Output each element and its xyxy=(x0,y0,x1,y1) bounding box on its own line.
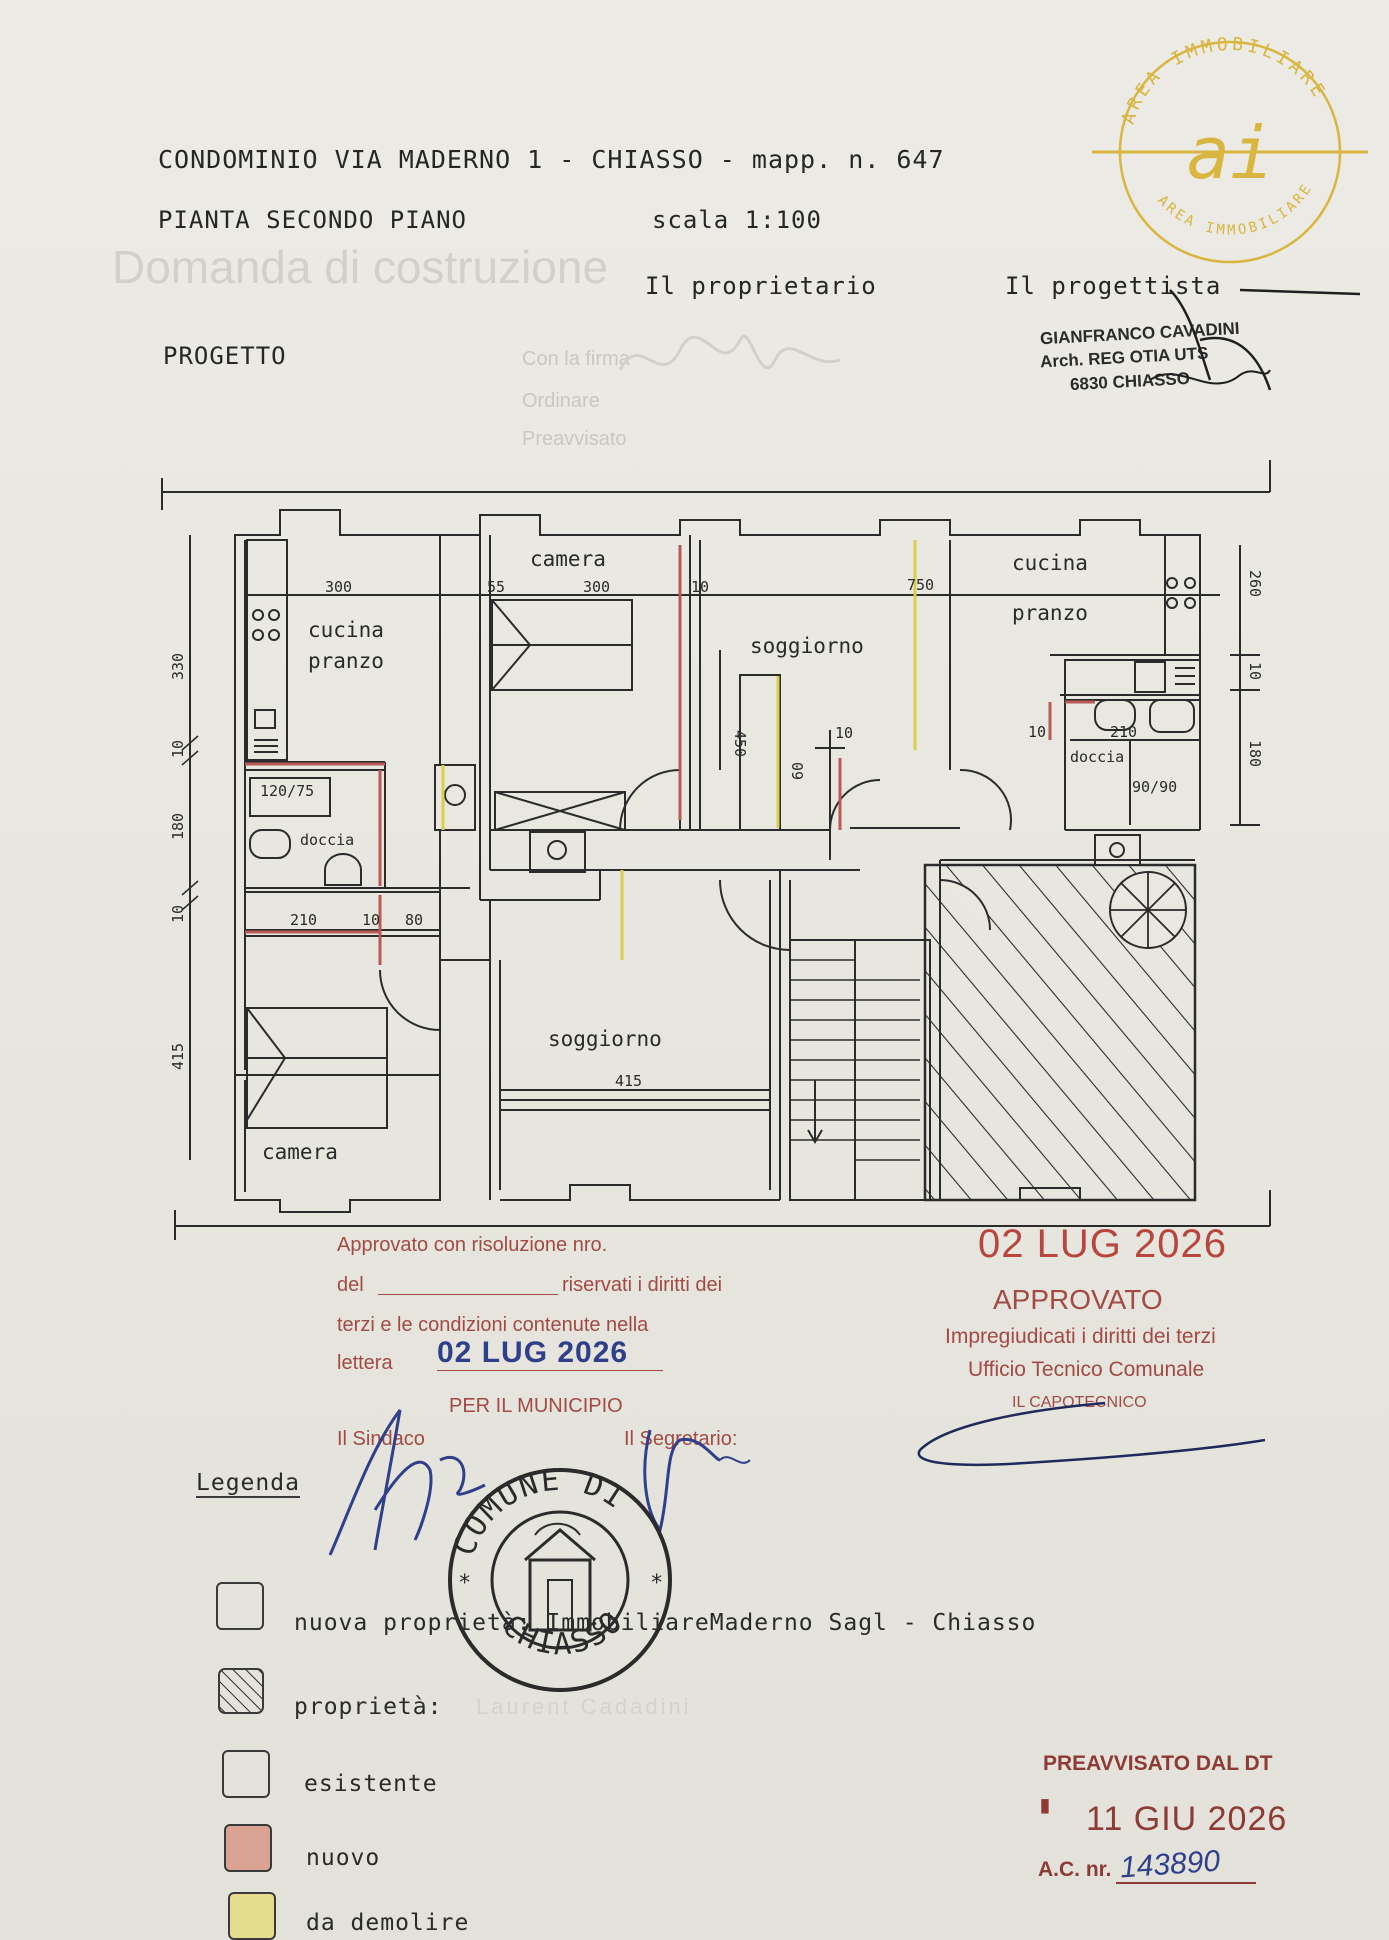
area-immobiliare-logo: AREA IMMOBILIARE AREA IMMOBILIARE ai xyxy=(1092,34,1368,264)
legend-label-nuova-proprieta: nuova proprietà: ImmobiliareMaderno Sagl… xyxy=(294,1610,1037,1636)
faded-line-2: Ordinare xyxy=(522,390,600,412)
room-right-bath: doccia xyxy=(1070,748,1124,766)
legend-label-proprieta: proprietà: xyxy=(294,1694,443,1720)
dim-10-left-a: 10 xyxy=(169,740,187,758)
room-center-living: soggiorno xyxy=(750,634,864,658)
legend-label-nuovo: nuovo xyxy=(306,1845,381,1871)
dim-10-right-side: 10 xyxy=(1246,662,1264,680)
room-left-kitchen-1: cucina xyxy=(308,618,384,642)
dim-300-center: 300 xyxy=(583,578,610,596)
dim-80: 80 xyxy=(405,911,423,929)
dim-10-right: 10 xyxy=(1028,723,1046,741)
dim-210-right: 210 xyxy=(1110,723,1137,741)
dim-300-left: 300 xyxy=(325,578,352,596)
legend-label-da-demolire: da demolire xyxy=(306,1910,470,1936)
dim-90-90: 90/90 xyxy=(1132,778,1177,796)
stamp-date: 02 LUG 2026 xyxy=(978,1222,1227,1266)
dim-450: 450 xyxy=(731,730,749,757)
approval-line-2-prefix: del xyxy=(337,1274,364,1296)
approval-line-2-suffix: riservati i diritti dei xyxy=(562,1274,723,1296)
legend-swatch-nuovo xyxy=(224,1824,272,1872)
preavviso-mark: ▮ xyxy=(1040,1795,1050,1815)
capotecnico-signature xyxy=(917,1401,1266,1467)
preavviso-ac-number: 143890 xyxy=(1118,1844,1222,1885)
preavviso-ac-underline xyxy=(1116,1882,1256,1884)
comune-seal: COMUNE DI CHIASSO * * xyxy=(447,1463,672,1692)
approval-line-2-blank xyxy=(378,1294,558,1295)
dim-10-left: 10 xyxy=(362,911,380,929)
approval-line-4-prefix: lettera xyxy=(337,1352,393,1374)
stamp-line-2: Ufficio Tecnico Comunale xyxy=(968,1358,1205,1381)
approval-municipio: PER IL MUNICIPIO xyxy=(449,1395,623,1417)
faded-title: Domanda di costruzione xyxy=(112,241,609,293)
dim-180-right: 180 xyxy=(1246,740,1264,767)
legend-swatch-nuova-proprieta xyxy=(216,1582,264,1630)
preavviso-label: PREAVVISATO DAL DT xyxy=(1043,1752,1273,1775)
owner-label: Il proprietario xyxy=(645,272,877,300)
room-right-kitchen-2: pranzo xyxy=(1012,601,1088,625)
approval-letter-date: 02 LUG 2026 xyxy=(437,1336,664,1371)
dim-260-right: 260 xyxy=(1246,570,1264,597)
logo-monogram: ai xyxy=(1187,111,1274,195)
legend-title: Legenda xyxy=(196,1470,300,1498)
faded-line-1: Con la firma xyxy=(522,348,630,370)
approval-line-1: Approvato con risoluzione nro. xyxy=(337,1234,608,1256)
dim-10-left-b: 10 xyxy=(169,905,187,923)
legend-swatch-proprieta xyxy=(218,1668,264,1714)
designer-label: Il progettista xyxy=(1005,272,1222,300)
header-floor: PIANTA SECONDO PIANO xyxy=(158,206,467,234)
room-left-kitchen-2: pranzo xyxy=(308,649,384,673)
dim-415-left: 415 xyxy=(169,1043,187,1070)
dim-210-left: 210 xyxy=(290,911,317,929)
dim-330-left: 330 xyxy=(169,653,187,680)
seal-star-right: * xyxy=(650,1571,663,1596)
designer-signature xyxy=(1149,288,1361,391)
approval-line-3: terzi e le condizioni contenute nella xyxy=(337,1314,649,1336)
dim-120-75: 120/75 xyxy=(260,782,314,800)
dim-180-left: 180 xyxy=(169,813,187,840)
dim-750: 750 xyxy=(907,576,934,594)
legend-label-esistente: esistente xyxy=(304,1771,438,1797)
faded-line-3: Preavvisato xyxy=(522,428,627,450)
legend-swatch-esistente xyxy=(222,1750,270,1798)
room-lower-living: soggiorno xyxy=(548,1027,662,1051)
room-left-bath: doccia xyxy=(300,831,354,849)
header-scale: scala 1:100 xyxy=(652,206,822,234)
legend-owner-faded: Laurent Cadadini xyxy=(476,1694,692,1719)
dim-60: 60 xyxy=(789,762,807,780)
legend-swatch-da-demolire xyxy=(228,1892,276,1940)
dim-10-top: 10 xyxy=(691,578,709,596)
stamp-line-3: IL CAPOTECNICO xyxy=(1012,1394,1147,1411)
municipal-signatures xyxy=(328,1409,751,1556)
preavviso-date: 11 GIU 2026 xyxy=(1086,1800,1288,1838)
stamp-approved: APPROVATO xyxy=(993,1284,1163,1315)
owner-signature-faded xyxy=(618,335,841,371)
dim-55: 55 xyxy=(487,578,505,596)
project-label: PROGETTO xyxy=(163,342,287,370)
header-title: CONDOMINIO VIA MADERNO 1 - CHIASSO - map… xyxy=(158,145,945,174)
room-right-kitchen-1: cucina xyxy=(1012,551,1088,575)
dim-415-center: 415 xyxy=(615,1072,642,1090)
floor-plan: cucina pranzo camera soggiorno cucina pr… xyxy=(161,460,1271,1240)
preavviso-ac-label: A.C. nr. xyxy=(1038,1858,1112,1881)
room-center-bedroom: camera xyxy=(530,547,606,571)
room-left-bedroom: camera xyxy=(262,1140,338,1164)
stamp-line-1: Impregiudicati i diritti dei terzi xyxy=(945,1325,1216,1348)
seal-star-left: * xyxy=(458,1571,471,1596)
dim-10-small: 10 xyxy=(835,724,853,742)
